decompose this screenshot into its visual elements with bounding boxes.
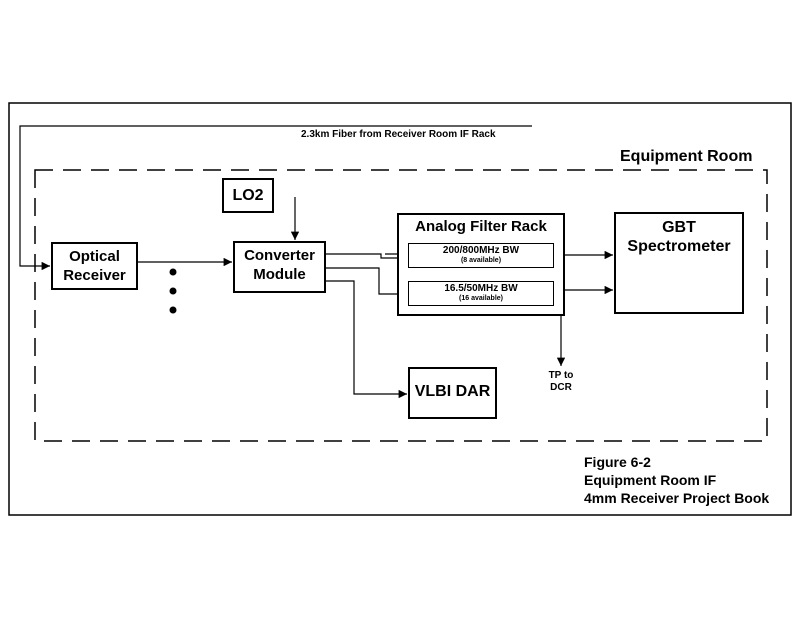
ellipsis-dot (169, 287, 177, 295)
optical-receiver-line2: Receiver (63, 267, 126, 284)
filter2-bw: 16.5/50MHz BW (444, 283, 518, 294)
vlbi-dar-box: VLBI DAR (408, 367, 497, 419)
equipment-room-label: Equipment Room (620, 148, 753, 165)
fiber-label: 2.3km Fiber from Receiver Room IF Rack (301, 129, 496, 140)
optical-receiver-box: Optical Receiver (51, 242, 138, 290)
arrow-converter-to-filter2 (325, 267, 407, 299)
arrow-converter-to-vlbi (325, 280, 407, 399)
optical-receiver-line1: Optical (69, 248, 120, 265)
converter-module-line2: Module (253, 266, 306, 283)
converter-module-box: Converter Module (233, 241, 326, 293)
converter-module-line1: Converter (244, 247, 315, 264)
caption-line3: 4mm Receiver Project Book (584, 490, 770, 506)
arrow-converter-to-filter1 (325, 253, 407, 259)
gbt-spectrometer-box: GBT Spectrometer (614, 212, 744, 314)
fiber-line (19, 125, 532, 271)
filter1-box: 200/800MHz BW (8 available) (408, 243, 554, 268)
gbt-spectrometer-line2: Spectrometer (627, 238, 731, 255)
analog-filter-rack-title: Analog Filter Rack (415, 218, 547, 235)
gbt-spectrometer-line1: GBT (662, 219, 696, 236)
filter1-count: (8 available) (460, 257, 502, 264)
filter2-box: 16.5/50MHz BW (16 available) (408, 281, 554, 306)
ellipsis-dot (169, 268, 177, 276)
equipment-room-boundary (34, 169, 768, 442)
caption-line2: Equipment Room IF (584, 472, 717, 488)
filter1-bw: 200/800MHz BW (442, 245, 520, 256)
vlbi-dar-label: VLBI DAR (414, 383, 491, 400)
filter2-count: (16 available) (459, 295, 503, 302)
lo2-label: LO2 (232, 187, 264, 204)
ellipsis-dot (169, 306, 177, 314)
tp-to-dcr-line1: TP to (548, 370, 574, 381)
caption-line1: Figure 6-2 (584, 454, 651, 470)
outer-frame (8, 102, 792, 516)
lo2-box: LO2 (222, 178, 274, 213)
tp-to-dcr-line2: DCR (550, 382, 572, 393)
